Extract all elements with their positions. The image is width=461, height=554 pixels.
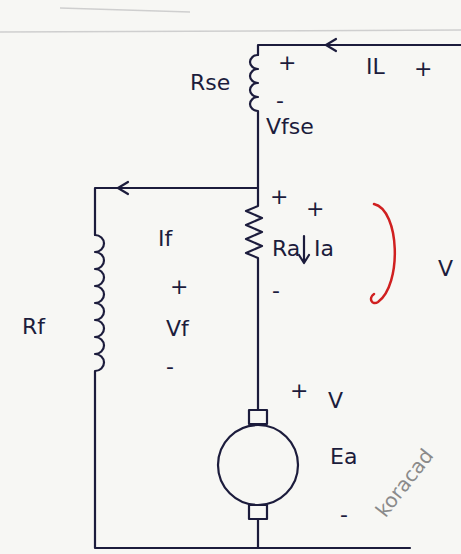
polarity-sign: - bbox=[272, 280, 280, 302]
voltage-label: Vf bbox=[166, 318, 189, 340]
component-label: Ra bbox=[272, 238, 300, 260]
current-arrow bbox=[299, 236, 309, 263]
armature-symbol bbox=[218, 425, 298, 505]
component-label: Rse bbox=[190, 72, 230, 94]
current-label: IL bbox=[366, 56, 385, 78]
armature-resistor bbox=[246, 200, 262, 410]
voltage-label: Vfse bbox=[266, 116, 314, 138]
polarity-sign: - bbox=[276, 90, 284, 112]
notebook-lines bbox=[0, 8, 461, 32]
component-label: Rf bbox=[22, 316, 45, 338]
voltage-bracket bbox=[371, 204, 395, 303]
series-field-coil bbox=[250, 55, 258, 200]
brush bbox=[249, 410, 267, 424]
field-branch-wire bbox=[95, 188, 258, 235]
polarity-sign: + bbox=[306, 198, 324, 220]
brush bbox=[249, 505, 267, 519]
polarity-sign: + bbox=[270, 186, 288, 208]
polarity-sign: - bbox=[166, 356, 174, 378]
current-label: Ia bbox=[314, 238, 334, 260]
polarity-sign: + bbox=[290, 380, 308, 402]
voltage-label: V bbox=[328, 390, 343, 412]
voltage-label: V bbox=[438, 258, 453, 280]
current-arrow bbox=[326, 39, 336, 51]
watermark: koracad bbox=[372, 445, 437, 520]
armature-wire bbox=[257, 519, 259, 548]
polarity-sign: - bbox=[340, 504, 348, 526]
component-label: Ea bbox=[330, 446, 357, 468]
shunt-field-coil bbox=[95, 235, 410, 548]
polarity-sign: + bbox=[278, 52, 296, 74]
current-arrow bbox=[118, 182, 128, 194]
polarity-sign: + bbox=[414, 58, 432, 80]
polarity-sign: + bbox=[170, 276, 188, 298]
current-label: If bbox=[158, 228, 172, 250]
